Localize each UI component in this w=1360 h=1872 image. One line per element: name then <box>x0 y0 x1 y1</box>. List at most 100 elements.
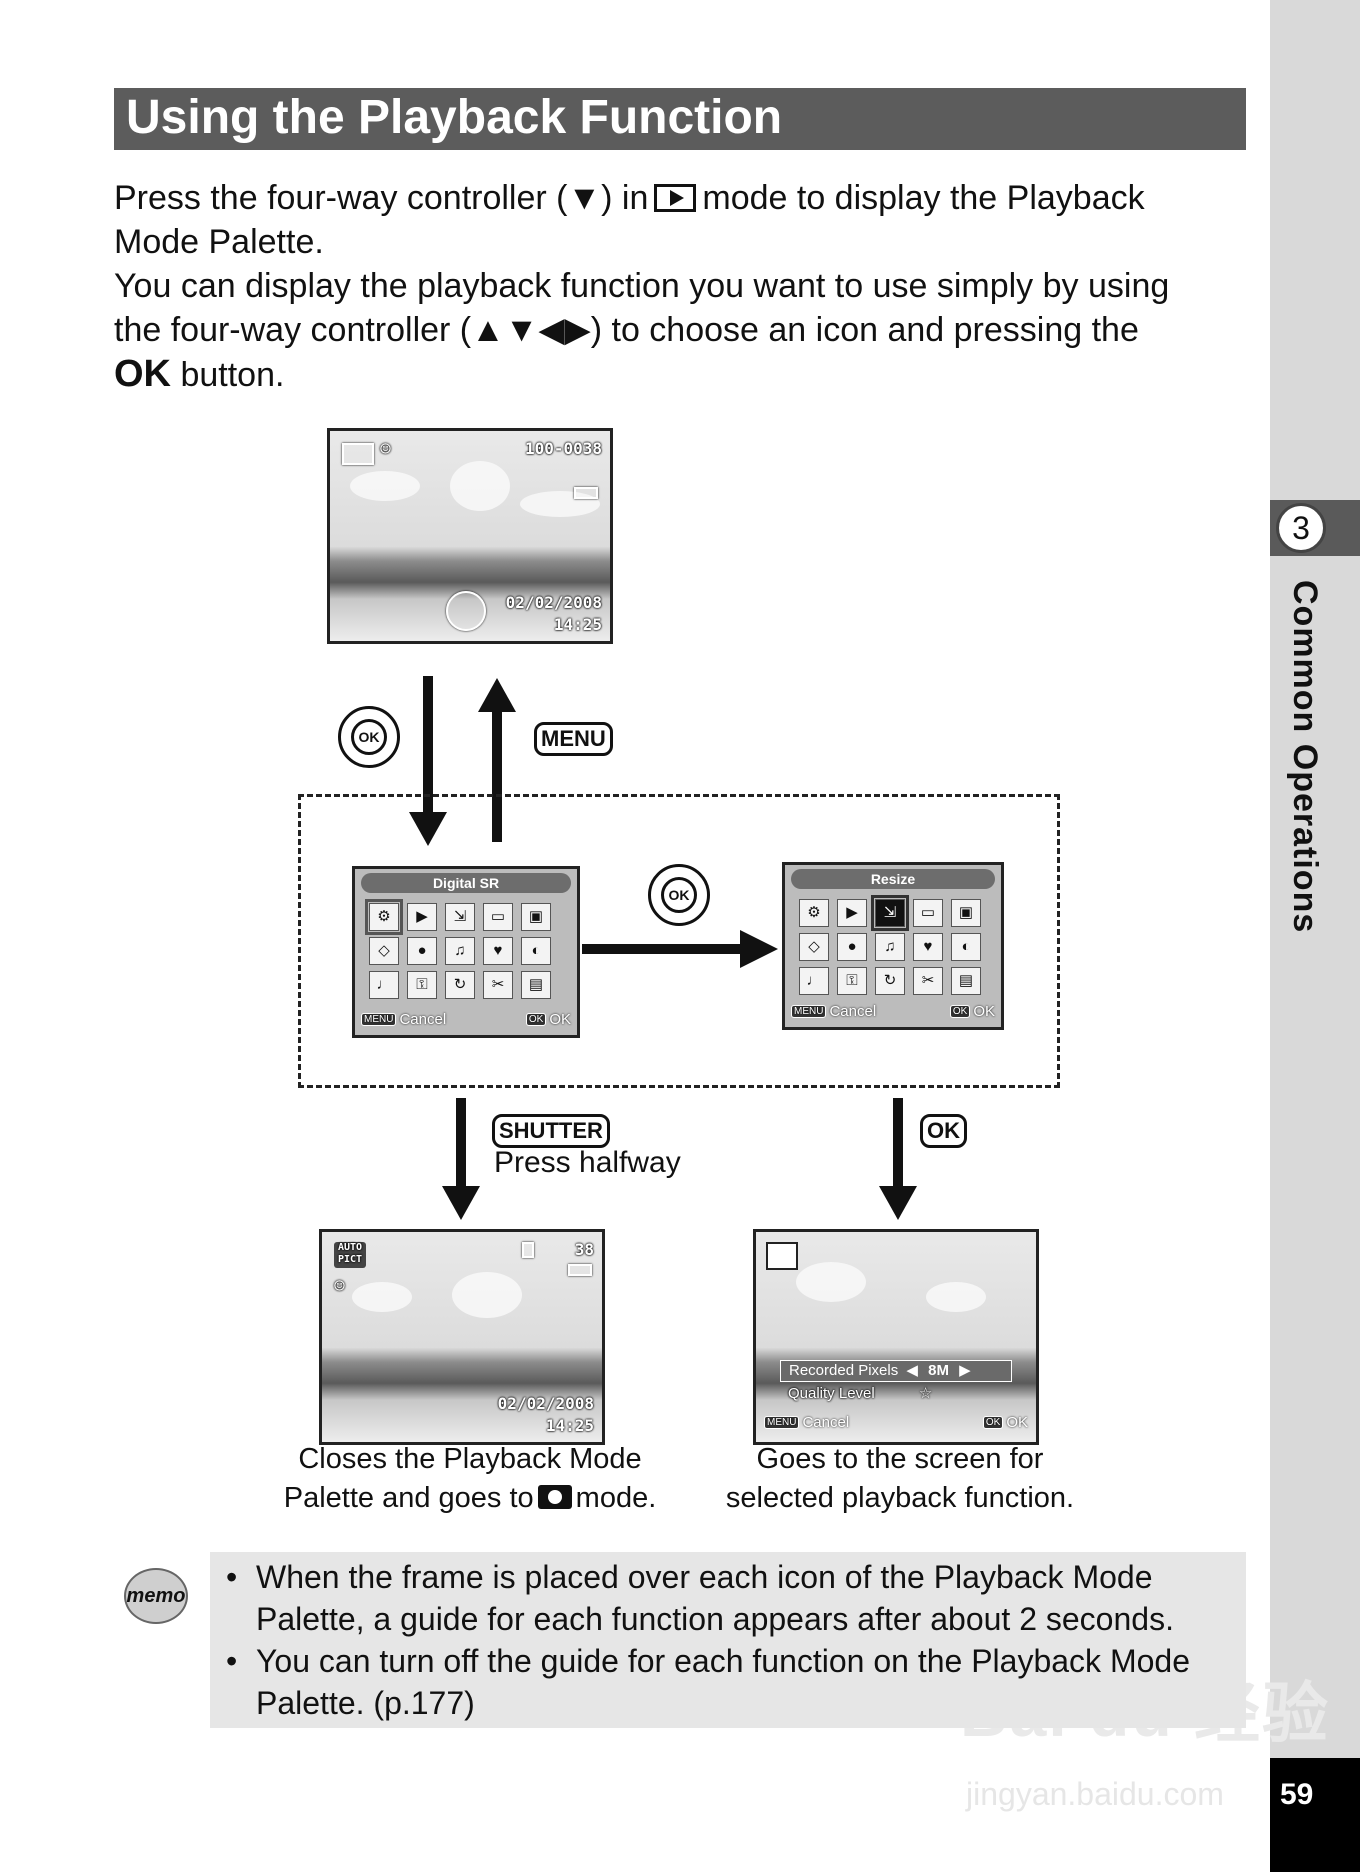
frame-composite-icon[interactable]: ♥ <box>483 937 513 965</box>
capture-date: 02/02/2008 <box>497 1394 594 1413</box>
ok-button-label-2: OK <box>920 1114 967 1148</box>
cloud <box>350 471 420 501</box>
palette-icon-grid: ⚙ ▶ ⇲ ▭ ▣ ◇ ● ♫ ♥ ◐ ♩ ⚿ ↻ ✂ ▤ <box>365 899 551 999</box>
four-way-controller-icon <box>446 591 486 631</box>
quality-star-icon: ☆ <box>918 1385 933 1402</box>
chevron-left-icon[interactable]: ◀ <box>906 1362 918 1379</box>
arrow-down-to-capture <box>456 1098 466 1188</box>
red-eye-icon[interactable]: ◐ <box>951 933 981 961</box>
recorded-pixels-row[interactable]: Recorded Pixels ◀ 8M ▶ <box>780 1360 1012 1382</box>
chevron-right-icon[interactable]: ▶ <box>959 1362 971 1379</box>
rotate-icon[interactable]: ◇ <box>799 933 829 961</box>
chapter-title: Common Operations <box>1286 580 1324 934</box>
image-copy-icon[interactable]: ▣ <box>521 903 551 931</box>
ok-dial-icon: OK <box>338 706 400 768</box>
file-number: 100-0038 <box>524 439 602 458</box>
caption-right: Goes to the screen for selected playback… <box>725 1443 1075 1514</box>
intro-line-3: You can display the playback function yo… <box>114 267 1170 305</box>
slideshow-icon[interactable]: ▶ <box>407 903 437 931</box>
palette-group <box>298 794 1060 1088</box>
movie-edit-icon[interactable]: ♫ <box>445 937 475 965</box>
resize-icon <box>766 1242 798 1270</box>
recover-icon[interactable]: ✂ <box>483 971 513 999</box>
capture-screen: AUTO PICT ☺ 38 02/02/2008 14:25 <box>319 1229 605 1445</box>
protect-icon[interactable]: ⚿ <box>837 967 867 995</box>
recorded-pixels-label: Recorded Pixels <box>789 1362 899 1379</box>
cropping-icon[interactable]: ▭ <box>913 899 943 927</box>
memo-icon: memo <box>124 1568 188 1624</box>
arrow-head <box>740 930 778 968</box>
chapter-sidebar <box>1270 0 1360 1872</box>
movie-edit-icon[interactable]: ♫ <box>875 933 905 961</box>
voice-memo-icon[interactable]: ♩ <box>369 971 399 999</box>
playback-mode-icon <box>654 184 697 212</box>
filter-icon[interactable]: ● <box>407 937 437 965</box>
playback-screen: ☺ 100-0038 02/02/2008 14:25 <box>327 428 613 644</box>
ok-button-label: OK <box>114 353 171 395</box>
cloud <box>352 1282 412 1312</box>
cloud <box>520 491 600 517</box>
four-way-ok-icon: OK <box>648 864 710 926</box>
dpof-icon[interactable]: ↻ <box>445 971 475 999</box>
intro-line-5: OK button. <box>114 353 285 395</box>
four-way-ok-center: OK <box>661 877 697 913</box>
memo-item: •You can turn off the guide for each fun… <box>226 1643 1190 1721</box>
playback-icon <box>342 443 374 465</box>
intro-line-2: Mode Palette. <box>114 223 324 261</box>
shutter-button-label: SHUTTER <box>492 1114 610 1148</box>
start-up-screen-icon[interactable]: ▤ <box>521 971 551 999</box>
digital-sr-icon[interactable]: ⚙ <box>365 899 403 935</box>
section-title: Using the Playback Function <box>114 88 1246 150</box>
cloud <box>450 461 510 511</box>
capture-time: 14:25 <box>553 615 602 634</box>
palette-title: Digital SR <box>361 873 571 893</box>
arrow-up-to-playback <box>492 710 502 842</box>
voice-memo-icon[interactable]: ♩ <box>799 967 829 995</box>
frame-composite-icon[interactable]: ♥ <box>913 933 943 961</box>
resize-icon[interactable]: ⇲ <box>871 895 909 931</box>
slideshow-icon[interactable]: ▶ <box>837 899 867 927</box>
watermark-url: jingyan.baidu.com <box>966 1776 1224 1812</box>
arrow-right-to-resize <box>582 944 742 954</box>
arrow-down-to-function <box>893 1098 903 1188</box>
face-detect-icon: ☺ <box>334 1276 345 1297</box>
resize-screen: Recorded Pixels ◀ 8M ▶ Quality Level ☆ M… <box>753 1229 1039 1445</box>
capture-date: 02/02/2008 <box>505 593 602 612</box>
digital-sr-icon[interactable]: ⚙ <box>799 899 829 927</box>
recover-icon[interactable]: ✂ <box>913 967 943 995</box>
arrow-head <box>879 1186 917 1220</box>
protect-icon[interactable]: ⚿ <box>407 971 437 999</box>
quality-level-row[interactable]: Quality Level ☆ <box>788 1384 932 1402</box>
resize-icon[interactable]: ⇲ <box>445 903 475 931</box>
page-number: 59 <box>1270 1758 1360 1872</box>
start-up-screen-icon[interactable]: ▤ <box>951 967 981 995</box>
camera-icon <box>537 1485 572 1509</box>
caption-left: Closes the Playback Mode Palette and goe… <box>283 1443 657 1514</box>
dpof-icon[interactable]: ↻ <box>875 967 905 995</box>
arrow-down-to-palette <box>423 676 433 816</box>
auto-picture-mode-icon: AUTO PICT <box>334 1242 366 1268</box>
battery-icon <box>568 1264 592 1276</box>
cloud <box>452 1272 522 1318</box>
chapter-number: 3 <box>1276 503 1326 553</box>
red-eye-icon[interactable]: ◐ <box>521 937 551 965</box>
quality-level-label: Quality Level <box>788 1385 875 1402</box>
arrow-head <box>442 1186 480 1220</box>
rotate-icon[interactable]: ◇ <box>369 937 399 965</box>
battery-icon <box>574 487 598 499</box>
playback-palette-right: Resize ⚙ ▶ ⇲ ▭ ▣ ◇ ● ♫ ♥ ◐ ♩ ⚿ ↻ ✂ ▤ MEN… <box>782 862 1004 1030</box>
filter-icon[interactable]: ● <box>837 933 867 961</box>
image-copy-icon[interactable]: ▣ <box>951 899 981 927</box>
memory-card-icon <box>522 1242 534 1258</box>
cropping-icon[interactable]: ▭ <box>483 903 513 931</box>
